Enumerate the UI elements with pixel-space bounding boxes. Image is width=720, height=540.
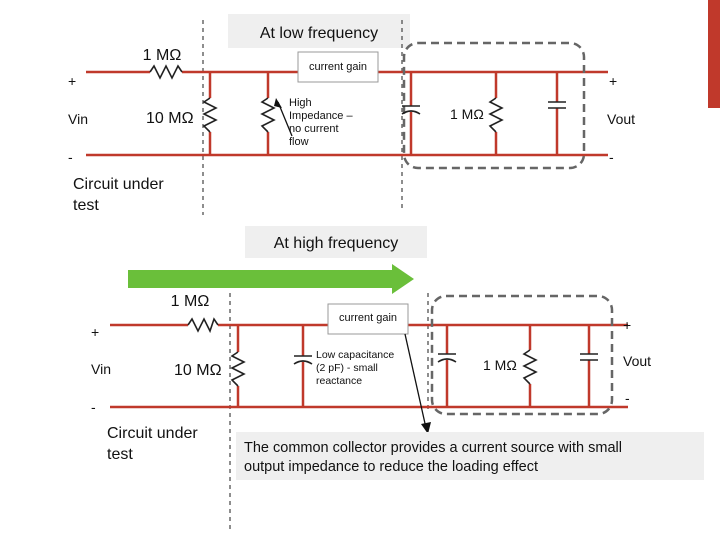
caption-line-1: The common collector provides a current … xyxy=(244,440,622,456)
probe-resistor xyxy=(260,97,276,133)
series-resistor-label: 1 MΩ xyxy=(143,47,182,64)
caption-line-2: output impedance to reduce the loading e… xyxy=(244,459,538,475)
shunt-resistor xyxy=(230,351,246,387)
load-resistor-label: 1 MΩ xyxy=(483,357,517,373)
low-frequency-title: At low frequency xyxy=(260,25,378,42)
series-resistor xyxy=(149,64,183,80)
vin-label: Vin xyxy=(91,361,111,377)
high-impedance-note-4: flow xyxy=(289,136,309,148)
low-capacitance-note-3: reactance xyxy=(316,375,362,387)
accent-bar xyxy=(708,0,720,108)
arrow-head xyxy=(274,98,282,108)
output-stage-box xyxy=(402,41,586,170)
circuit-under-test-label-2: test xyxy=(107,446,133,463)
series-resistor-label: 1 MΩ xyxy=(171,293,210,310)
circuit-under-test-label-2: test xyxy=(73,197,99,214)
current-gain-label: current gain xyxy=(339,312,397,324)
high-impedance-note-3: no current xyxy=(289,123,339,135)
vout-minus-label: - xyxy=(609,149,614,165)
circuit-under-test-label-1: Circuit under xyxy=(73,176,164,193)
vout-minus-label: - xyxy=(625,390,630,406)
current-gain-label: current gain xyxy=(309,61,367,73)
vin-plus-label: + xyxy=(91,324,99,340)
vin-minus-label: - xyxy=(68,149,73,165)
low-frequency-circuit: At low frequency 1 MΩ 10 MΩ High Impedan… xyxy=(68,14,635,215)
note-pointer xyxy=(277,101,293,137)
vin-label: Vin xyxy=(68,111,88,127)
caption-pointer xyxy=(404,333,427,429)
low-capacitance-note-1: Low capacitance xyxy=(316,349,394,361)
shunt-resistor-label: 10 MΩ xyxy=(146,110,194,127)
frequency-arrow-icon xyxy=(128,264,414,294)
caption-box xyxy=(236,432,704,480)
current-gain-box xyxy=(297,51,379,83)
high-frequency-title: At high frequency xyxy=(274,235,399,252)
arrow-head xyxy=(421,422,431,434)
high-frequency-title-box xyxy=(245,226,427,258)
vin-minus-label: - xyxy=(91,399,96,415)
low-capacitance-note-2: (2 pF) - small xyxy=(316,362,378,374)
capacitor-plate xyxy=(401,110,421,115)
shunt-resistor xyxy=(202,97,218,133)
vout-plus-label: + xyxy=(623,317,631,333)
high-impedance-note-1: High xyxy=(289,97,312,109)
probe-cap-plate xyxy=(293,360,313,365)
capacitor-plate xyxy=(437,358,457,363)
load-resistor xyxy=(522,349,538,385)
vin-plus-label: + xyxy=(68,73,76,89)
vout-label: Vout xyxy=(607,111,635,127)
shunt-resistor-label: 10 MΩ xyxy=(174,362,222,379)
vout-label: Vout xyxy=(623,353,651,369)
series-resistor xyxy=(187,317,219,334)
high-frequency-circuit: At high frequency 1 MΩ 10 MΩ Low capacit… xyxy=(91,226,704,530)
vout-plus-label: + xyxy=(609,73,617,89)
current-gain-box xyxy=(327,303,409,335)
low-frequency-title-box xyxy=(228,14,410,48)
load-resistor xyxy=(488,97,504,133)
output-stage-box xyxy=(430,294,614,416)
load-resistor-label: 1 MΩ xyxy=(450,106,484,122)
circuit-under-test-label-1: Circuit under xyxy=(107,425,198,442)
high-impedance-note-2: Impedance – xyxy=(289,110,353,122)
